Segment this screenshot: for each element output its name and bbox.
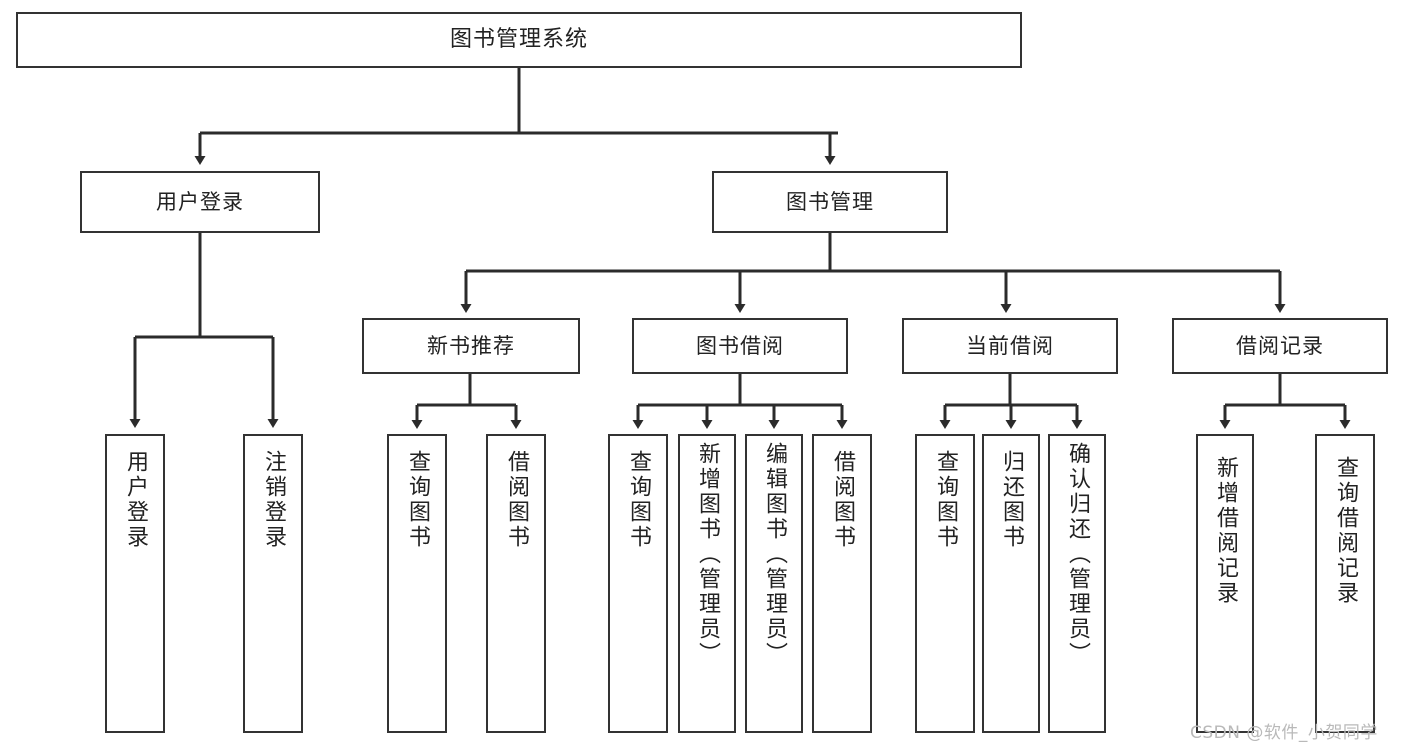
node-leaf-user-login[interactable]: 用户登录: [105, 434, 165, 733]
node-root[interactable]: 图书管理系统: [16, 12, 1022, 68]
node-book-manage-label: 图书管理: [786, 189, 874, 214]
node-leaf-borrow-query-book[interactable]: 查询图书: [608, 434, 668, 733]
node-leaf-rec-borrow-book[interactable]: 借阅图书: [486, 434, 546, 733]
node-leaf-borrow-add-book-label: 新增图书（管理员）: [695, 442, 720, 667]
node-leaf-borrow-query-book-label: 查询图书: [626, 450, 651, 550]
node-leaf-borrow-edit-book[interactable]: 编辑图书（管理员）: [745, 434, 803, 733]
node-leaf-user-login-label: 用户登录: [123, 450, 148, 550]
node-leaf-rec-query-book-label: 查询图书: [405, 450, 430, 550]
node-leaf-current-return-book[interactable]: 归还图书: [982, 434, 1040, 733]
node-leaf-current-confirm-return[interactable]: 确认归还（管理员）: [1048, 434, 1106, 733]
node-book-manage[interactable]: 图书管理: [712, 171, 948, 233]
node-leaf-borrow-borrow-book-label: 借阅图书: [830, 450, 855, 550]
node-new-book-rec-label: 新书推荐: [427, 333, 515, 358]
node-leaf-record-query-label: 查询借阅记录: [1333, 456, 1358, 606]
node-current-borrow[interactable]: 当前借阅: [902, 318, 1118, 374]
node-root-label: 图书管理系统: [449, 27, 588, 53]
node-leaf-record-add-label: 新增借阅记录: [1213, 456, 1238, 606]
node-new-book-rec[interactable]: 新书推荐: [362, 318, 580, 374]
node-leaf-current-query-book-label: 查询图书: [933, 450, 958, 550]
node-leaf-user-logout[interactable]: 注销登录: [243, 434, 303, 733]
node-leaf-rec-query-book[interactable]: 查询图书: [387, 434, 447, 733]
node-leaf-borrow-edit-book-label: 编辑图书（管理员）: [762, 442, 787, 667]
node-leaf-record-query[interactable]: 查询借阅记录: [1315, 434, 1375, 733]
node-leaf-current-query-book[interactable]: 查询图书: [915, 434, 975, 733]
node-user-login-label: 用户登录: [156, 189, 244, 214]
node-borrow-record-label: 借阅记录: [1236, 333, 1324, 358]
node-current-borrow-label: 当前借阅: [966, 333, 1054, 358]
node-leaf-current-confirm-return-label: 确认归还（管理员）: [1065, 442, 1090, 667]
node-borrow-record[interactable]: 借阅记录: [1172, 318, 1388, 374]
node-leaf-record-add[interactable]: 新增借阅记录: [1196, 434, 1254, 733]
node-leaf-borrow-add-book[interactable]: 新增图书（管理员）: [678, 434, 736, 733]
node-leaf-borrow-borrow-book[interactable]: 借阅图书: [812, 434, 872, 733]
csdn-watermark: CSDN @软件_小贺同学: [1190, 723, 1378, 743]
node-book-borrow-label: 图书借阅: [696, 333, 784, 358]
node-leaf-user-logout-label: 注销登录: [261, 450, 286, 550]
node-book-borrow[interactable]: 图书借阅: [632, 318, 848, 374]
node-leaf-rec-borrow-book-label: 借阅图书: [504, 450, 529, 550]
node-leaf-current-return-book-label: 归还图书: [999, 450, 1024, 550]
node-user-login[interactable]: 用户登录: [80, 171, 320, 233]
